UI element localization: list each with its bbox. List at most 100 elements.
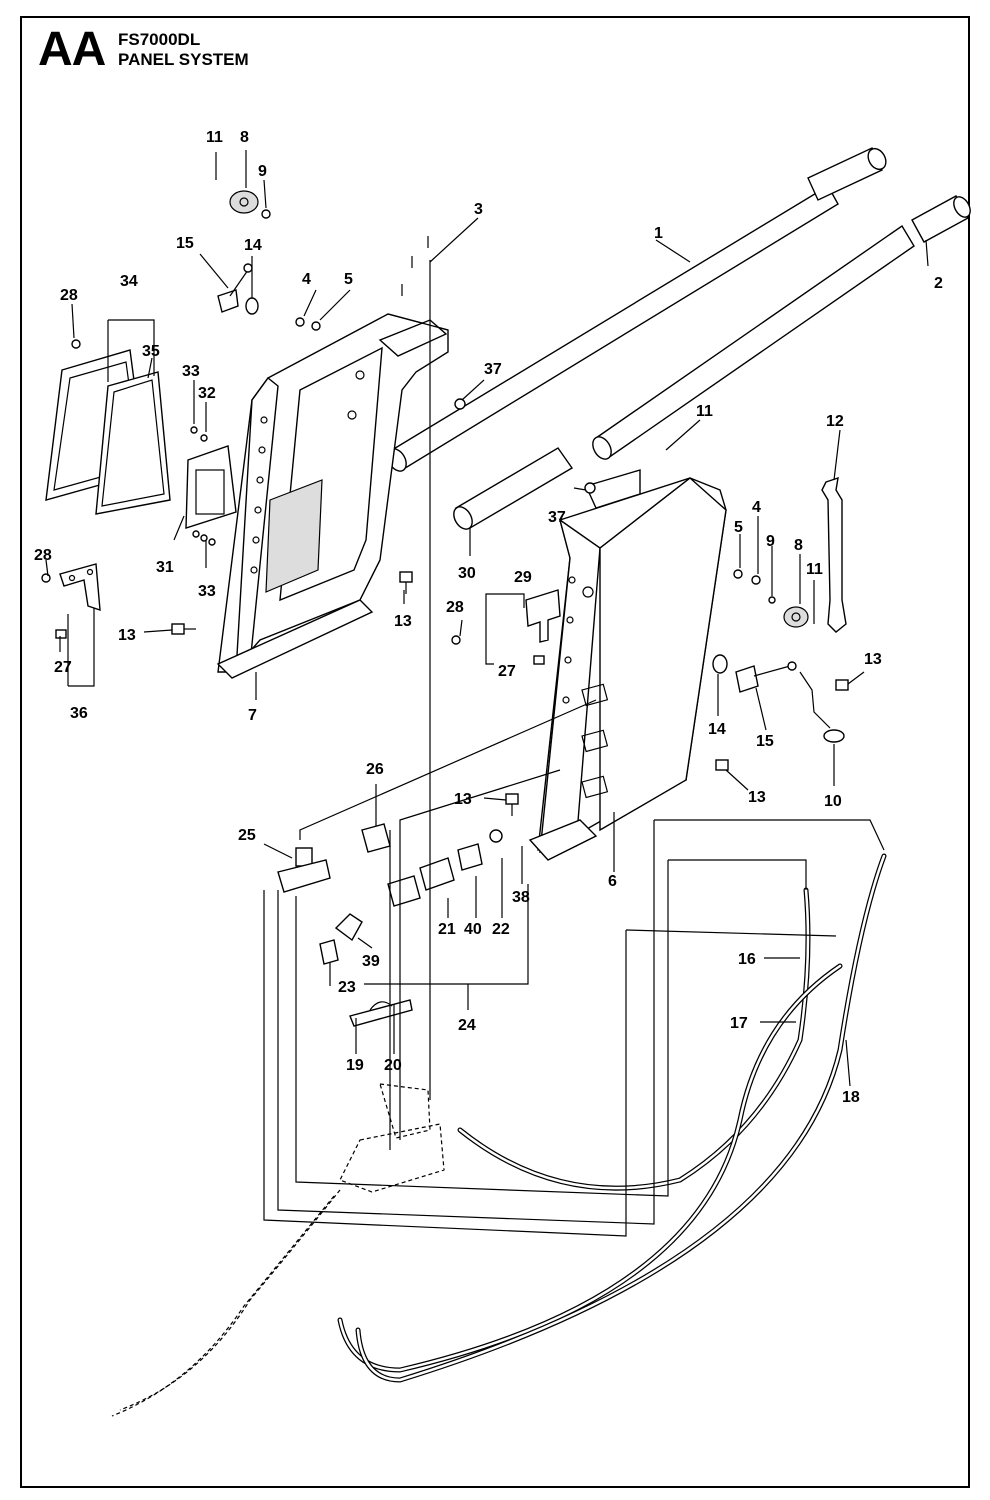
bracket-36 (59, 563, 101, 612)
callout-27: 27 (498, 663, 516, 680)
handle-bar-1 (387, 147, 887, 472)
knob-8-left (229, 190, 259, 214)
hose-17 (337, 963, 843, 1373)
callout-34: 34 (120, 273, 138, 290)
fitting-40 (419, 857, 455, 891)
callout-24: 24 (458, 1017, 476, 1034)
callout-7: 7 (248, 707, 257, 724)
callout-19: 19 (346, 1057, 364, 1074)
callout-27: 27 (54, 659, 72, 676)
knob-8-right (783, 606, 809, 628)
panel-gasket-35 (95, 371, 171, 515)
callout-11: 11 (696, 403, 713, 420)
callout-31: 31 (156, 559, 174, 576)
callout-23: 23 (338, 979, 356, 996)
callout-12: 12 (826, 413, 844, 430)
bracket-29 (525, 589, 561, 643)
callout-37: 37 (484, 361, 502, 378)
callout-13: 13 (748, 789, 766, 806)
hose-16 (457, 887, 811, 1191)
drawing-frame (20, 16, 970, 1488)
bolt-13-c (835, 679, 849, 691)
left-frame-7 (216, 313, 449, 679)
callout-4: 4 (302, 271, 311, 288)
callout-37: 37 (548, 509, 566, 526)
model-name: FS7000DL (118, 30, 201, 49)
bolt-13-a (171, 623, 196, 635)
callout-35: 35 (142, 343, 160, 360)
callout-5: 5 (734, 519, 743, 536)
callout-4: 4 (752, 499, 761, 516)
lever-15-right (735, 661, 797, 693)
callout-13: 13 (864, 651, 882, 668)
fitting-26 (361, 823, 391, 853)
washer-38 (489, 829, 503, 843)
callout-29: 29 (514, 569, 532, 586)
callout-9: 9 (258, 163, 267, 180)
callout-14: 14 (708, 721, 726, 738)
wrench-12 (821, 476, 847, 633)
panel-board-31 (185, 445, 237, 529)
callout-13: 13 (394, 613, 412, 630)
elbow-39 (334, 913, 363, 942)
callout-2: 2 (934, 275, 943, 292)
valve-25 (277, 847, 331, 893)
small-hardware (41, 209, 776, 665)
callout-17: 17 (730, 1015, 748, 1032)
callout-20: 20 (384, 1057, 402, 1074)
bolt-13-d (505, 793, 519, 816)
handle-bar-2 (592, 195, 971, 460)
callout-15: 15 (176, 235, 194, 252)
callout-33: 33 (198, 583, 216, 600)
pin-10 (799, 671, 845, 743)
callout-6: 6 (608, 873, 617, 890)
bolt-13-b (399, 571, 413, 594)
callout-25: 25 (238, 827, 256, 844)
callout-28: 28 (34, 547, 52, 564)
callout-15: 15 (756, 733, 774, 750)
fitting-21 (387, 875, 421, 907)
bolt-13-e (715, 759, 729, 771)
callout-13: 13 (118, 627, 136, 644)
routing-lines (263, 260, 885, 1237)
callout-9: 9 (766, 533, 775, 550)
callout-39: 39 (362, 953, 380, 970)
callout-32: 32 (198, 385, 216, 402)
page-title: PANEL SYSTEM (118, 50, 249, 69)
connector-tube-30 (453, 447, 574, 530)
callout-numbers: 1 2 3 4 5 4 5 6 7 8 8 9 9 10 11 11 11 12… (34, 129, 943, 1106)
washer-14-right (712, 654, 728, 674)
callout-1: 1 (654, 225, 663, 242)
callout-28: 28 (60, 287, 78, 304)
fitting-22 (457, 843, 483, 871)
callout-28: 28 (446, 599, 464, 616)
callout-5: 5 (344, 271, 353, 288)
callout-3: 3 (474, 201, 483, 218)
right-frame-6 (528, 469, 727, 861)
callout-33: 33 (182, 363, 200, 380)
callout-18: 18 (842, 1089, 860, 1106)
callout-36: 36 (70, 705, 88, 722)
callout-14: 14 (244, 237, 262, 254)
callout-26: 26 (366, 761, 384, 778)
section-code: AA (38, 23, 106, 76)
callout-11: 11 (806, 561, 823, 578)
leader-lines (45, 150, 929, 1087)
callout-8: 8 (794, 537, 803, 554)
callout-22: 22 (492, 921, 510, 938)
callout-21: 21 (438, 921, 456, 938)
callout-10: 10 (824, 793, 842, 810)
fitting-23 (319, 939, 339, 965)
callout-13: 13 (454, 791, 472, 808)
callout-38: 38 (512, 889, 530, 906)
callout-40: 40 (464, 921, 482, 938)
clamp-19-20 (349, 999, 413, 1027)
callout-30: 30 (458, 565, 476, 582)
pump-assembly (111, 1083, 445, 1417)
washer-14-left (245, 297, 259, 315)
hose-18 (355, 853, 887, 1383)
callout-16: 16 (738, 951, 756, 968)
callout-8: 8 (240, 129, 249, 146)
callout-11: 11 (206, 129, 223, 146)
